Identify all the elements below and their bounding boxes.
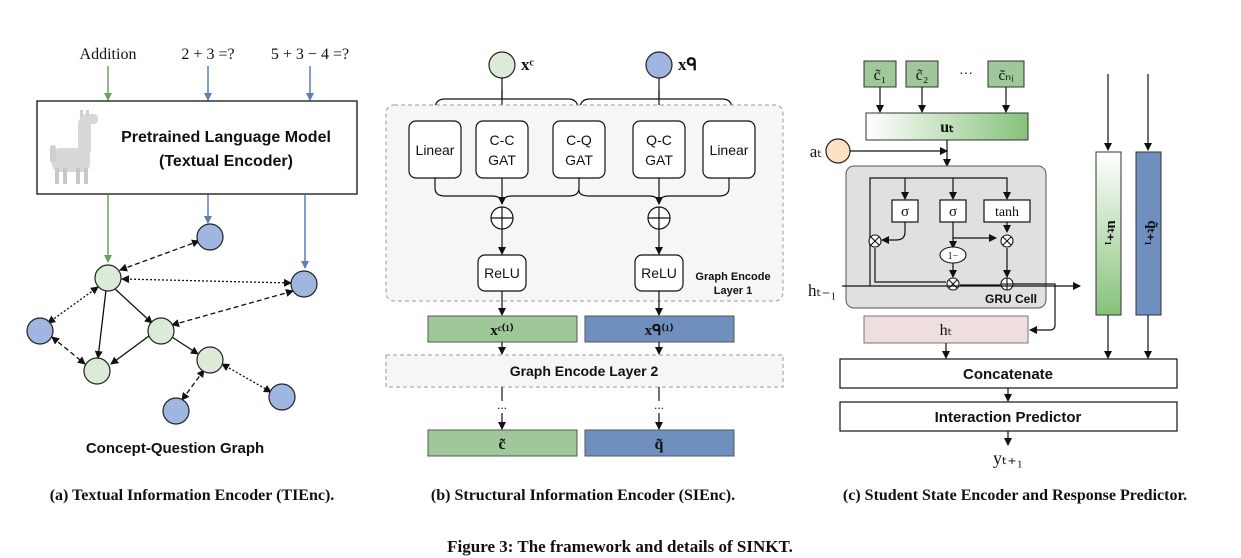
sum-node [490, 206, 514, 230]
question-label-2: 5 + 3 − 4 =? [271, 46, 349, 63]
sum-node [1000, 277, 1014, 291]
module-linear-c: Linear [416, 142, 455, 158]
final-q-box [584, 429, 735, 457]
c-input-label-2: c̃₂ [916, 67, 929, 84]
module-cc: C-C [490, 132, 515, 148]
concept-node [83, 357, 111, 385]
graph-edges [47, 239, 294, 401]
a-t-node [825, 138, 851, 164]
h-t-label: hₜ [940, 322, 953, 339]
final-q-label: q̃ [655, 436, 664, 453]
lm-title-line1: Pretrained Language Model [121, 129, 331, 146]
lm-title-line2: (Textual Encoder) [159, 153, 293, 170]
input-q-label: xᑫ [678, 55, 697, 74]
u-next-label: uₜ₊₁ [1104, 220, 1120, 245]
q-next-label: q̃ₜ₊₁ [1144, 220, 1160, 245]
sigma-label-1: σ [901, 204, 909, 220]
input-c-node [488, 51, 516, 79]
sigma-gate-1 [891, 199, 919, 223]
c-input-label-1: c̃₁ [874, 67, 887, 84]
module-boxes [408, 120, 756, 179]
caption-a: (a) Textual Information Encoder (TIEnc). [50, 487, 335, 504]
layer1-label-line2: Layer 1 [714, 285, 753, 297]
panel-a: Addition 2 + 3 =? 5 + 3 − 4 =? Pretraine… [26, 46, 358, 504]
q-next-box [1135, 151, 1162, 316]
graph-encode-layer2-box [385, 354, 784, 388]
module-cq-gat: GAT [565, 152, 593, 168]
h-t-box [863, 315, 1029, 344]
u-next-box [1095, 151, 1122, 316]
output-c1-box [427, 315, 578, 343]
tanh-label: tanh [995, 205, 1019, 220]
one-minus-label: 1− [948, 251, 959, 262]
concept-node [196, 346, 224, 374]
relu-label-c: ReLU [484, 265, 520, 281]
input-q-node [645, 51, 673, 79]
dots-q: ... [654, 398, 664, 412]
final-c-label: c̃ [498, 436, 505, 453]
panel-b: xᶜ xᑫ Linear C-C GAT C-Q GAT Q-C GAT Lin… [385, 51, 784, 504]
concept-node [147, 317, 175, 345]
sigma-gate-2 [939, 199, 967, 223]
question-node [162, 397, 190, 425]
u-t-label: uₜ [940, 119, 954, 136]
module-cq: C-Q [566, 132, 592, 148]
panel-c: c̃₁ c̃₂ ··· c̃ₙᵢ uₜ aₜ [808, 60, 1187, 504]
graph-label: Concept-Question Graph [86, 440, 264, 457]
dots-c: ... [497, 398, 507, 412]
gru-cell-label: GRU Cell [985, 292, 1037, 306]
question-node [196, 223, 224, 251]
graph-nodes [26, 223, 318, 425]
module-qc-gat: GAT [645, 152, 673, 168]
output-q1-label: xᑫ⁽¹⁾ [645, 323, 674, 339]
concept-node [94, 264, 122, 292]
input-c-label: xᶜ [521, 55, 535, 74]
interaction-predictor-box [839, 401, 1178, 432]
layer2-label: Graph Encode Layer 2 [510, 363, 659, 379]
output-q1-box [584, 315, 735, 343]
c-input-label-n: c̃ₙᵢ [998, 68, 1014, 84]
question-node [290, 270, 318, 298]
y-next-label: yₜ₊₁ [993, 448, 1023, 468]
module-linear-q: Linear [710, 142, 749, 158]
question-node [268, 383, 296, 411]
final-c-box [427, 429, 578, 457]
figure-caption: Figure 3: The framework and details of S… [447, 537, 793, 556]
multiply-node [868, 234, 882, 248]
module-qc: Q-C [646, 132, 672, 148]
relu-label-q: ReLU [641, 265, 677, 281]
multiply-node [946, 277, 960, 291]
module-cc-gat: GAT [488, 152, 516, 168]
one-minus-node [939, 246, 967, 264]
llama-icon [50, 110, 98, 184]
layer1-label-line1: Graph Encode [695, 271, 770, 283]
h-prev-label: hₜ₋₁ [808, 281, 836, 300]
output-c1-label: xᶜ⁽¹⁾ [490, 323, 514, 339]
addition-label: Addition [80, 46, 137, 63]
c-input-ellipsis: ··· [959, 64, 973, 80]
tanh-gate [983, 199, 1031, 223]
caption-b: (b) Structural Information Encoder (SIEn… [431, 487, 735, 504]
sum-node [647, 206, 671, 230]
interaction-predictor-label: Interaction Predictor [935, 409, 1082, 426]
c-input-box-1 [863, 60, 897, 88]
concatenate-label: Concatenate [963, 366, 1053, 383]
sigma-label-2: σ [949, 204, 957, 220]
a-t-label: aₜ [810, 142, 823, 161]
multiply-node [1000, 234, 1014, 248]
question-node [26, 317, 54, 345]
caption-c: (c) Student State Encoder and Response P… [843, 487, 1187, 504]
question-label-1: 2 + 3 =? [181, 46, 234, 63]
